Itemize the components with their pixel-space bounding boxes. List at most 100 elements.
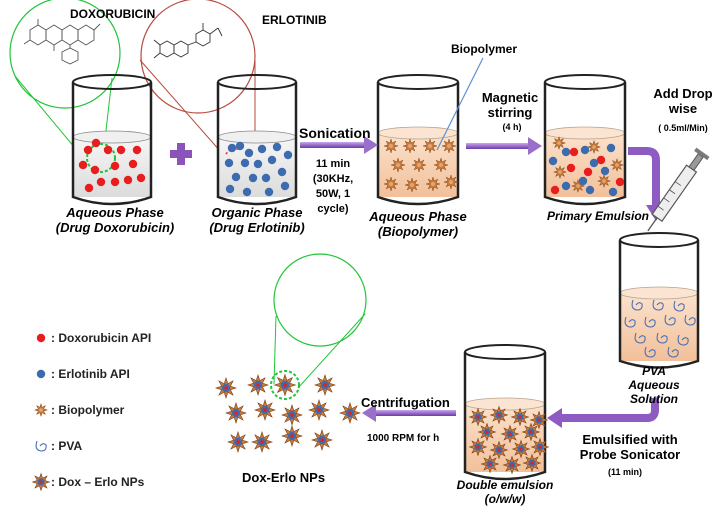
erlotinib-dot bbox=[272, 142, 282, 152]
doxorubicin-structure-icon bbox=[23, 19, 101, 65]
erlotinib-dot bbox=[227, 143, 237, 153]
doxorubicin-dot bbox=[123, 175, 133, 185]
biopolymer-particle bbox=[443, 174, 459, 190]
biopolymer-particle bbox=[551, 135, 567, 151]
doxorubicin-dot bbox=[583, 167, 593, 177]
magnetic-time: (4 h) bbox=[502, 122, 522, 132]
nps-label: Dox-Erlo NPs bbox=[242, 470, 326, 485]
erlotinib-dot bbox=[240, 158, 250, 168]
dox-erlo-nanoparticle bbox=[308, 399, 330, 421]
biopolymer-particle bbox=[425, 176, 441, 192]
erlotinib-dot bbox=[225, 184, 235, 194]
emulsified-time: (11 min) bbox=[607, 467, 642, 477]
legend-label-biopolymer: : Biopolymer bbox=[51, 403, 125, 417]
dox-erlo-nanoparticle bbox=[215, 377, 237, 399]
doxorubicin-dot bbox=[116, 145, 126, 155]
biopolymer-particle bbox=[390, 157, 406, 173]
erlotinib-dot bbox=[244, 148, 254, 158]
erlotinib-dot bbox=[283, 150, 293, 160]
dox-erlo-nanoparticle bbox=[227, 431, 249, 453]
erlotinib-dot bbox=[580, 145, 590, 155]
organic-phase-label: Organic Phase (Drug Erlotinib) bbox=[209, 205, 305, 235]
erlotinib-dot bbox=[235, 141, 245, 151]
doxorubicin-dot bbox=[96, 177, 106, 187]
doxorubicin-dot bbox=[132, 145, 142, 155]
doxorubicin-dot bbox=[550, 185, 560, 195]
biopolymer-particle bbox=[422, 138, 438, 154]
arrow-centrifugation bbox=[362, 404, 456, 422]
biopolymer-particle bbox=[433, 157, 449, 173]
dox-erlo-nanoparticle bbox=[281, 404, 303, 426]
dox-erlo-nanoparticle bbox=[254, 399, 276, 421]
doxorubicin-dot bbox=[569, 147, 579, 157]
add-drop-label: Add Drop wise bbox=[653, 86, 713, 116]
plus-icon bbox=[170, 143, 192, 165]
beaker-pva bbox=[618, 232, 700, 369]
pva-particle bbox=[624, 316, 636, 328]
pva-particle bbox=[644, 346, 656, 358]
biopolymer-particle bbox=[609, 157, 625, 173]
arrow-to-double bbox=[547, 398, 659, 428]
legend-erlotinib-dot bbox=[36, 369, 46, 379]
erlotinib-dot bbox=[589, 158, 599, 168]
pva-particle bbox=[664, 314, 676, 326]
erlotinib-dot bbox=[600, 166, 610, 176]
biopolymer-particle bbox=[404, 177, 420, 193]
sonication-label: Sonication bbox=[299, 125, 371, 141]
dox-erlo-nanoparticle bbox=[31, 472, 51, 492]
erlotinib-title: ERLOTINIB bbox=[262, 13, 327, 27]
erlotinib-dot bbox=[253, 159, 263, 169]
erlotinib-dot bbox=[277, 167, 287, 177]
dox-erlo-nanoparticle bbox=[510, 407, 530, 427]
pva-particle bbox=[656, 332, 668, 344]
erlotinib-dot bbox=[248, 173, 258, 183]
legend-doxorubicin-dot bbox=[36, 333, 46, 343]
doxorubicin-dot bbox=[615, 177, 625, 187]
legend-label-pva: : PVA bbox=[51, 439, 83, 453]
dox-erlo-nanoparticle bbox=[502, 455, 522, 475]
dox-erlo-nanoparticle bbox=[225, 402, 247, 424]
doxorubicin-dot bbox=[596, 155, 606, 165]
pva-particle bbox=[644, 316, 656, 328]
erlotinib-dot bbox=[224, 158, 234, 168]
doxorubicin-dot bbox=[136, 173, 146, 183]
np-magnifier bbox=[273, 253, 367, 389]
erlotinib-dot bbox=[261, 173, 271, 183]
pva-particle bbox=[684, 314, 696, 326]
doxorubicin-dot bbox=[84, 183, 94, 193]
legend-label-erlotinib: : Erlotinib API bbox=[51, 367, 130, 381]
doxorubicin-dot bbox=[103, 145, 113, 155]
doxorubicin-dot bbox=[566, 163, 576, 173]
dox-erlo-nanoparticle bbox=[281, 425, 303, 447]
doxorubicin-dot bbox=[90, 165, 100, 175]
biopolymer-particle bbox=[383, 176, 399, 192]
dox-erlo-nanoparticle bbox=[311, 429, 333, 451]
erlotinib-structure-icon bbox=[153, 23, 223, 59]
biopolymer-particle bbox=[596, 173, 612, 189]
doxorubicin-title: DOXORUBICIN bbox=[70, 7, 156, 21]
dox-erlo-nanoparticle bbox=[529, 410, 549, 430]
biopolymer-particle bbox=[33, 402, 49, 418]
dox-erlo-nanoparticle bbox=[468, 407, 488, 427]
erlotinib-dot bbox=[242, 187, 252, 197]
erlotinib-dot bbox=[267, 155, 277, 165]
pva-particle bbox=[35, 440, 47, 452]
biopolymer-particle bbox=[441, 138, 457, 154]
dox-erlo-nanoparticle bbox=[251, 431, 273, 453]
doxorubicin-dot bbox=[128, 159, 138, 169]
double-emulsion-label: Double emulsion (o/w/w) bbox=[456, 478, 554, 506]
arrow-sonication bbox=[300, 136, 378, 154]
dox-erlo-nanoparticle bbox=[489, 405, 509, 425]
biopolymer-particle bbox=[411, 157, 427, 173]
dox-erlo-nanoparticle bbox=[521, 422, 541, 442]
dox-erlo-nanoparticle bbox=[511, 439, 531, 459]
aqueous-phase-label: Aqueous Phase (Drug Doxorubicin) bbox=[55, 205, 175, 235]
biopolymer-pointer bbox=[436, 57, 484, 151]
dox-erlo-nanoparticle bbox=[314, 374, 336, 396]
pva-particle bbox=[677, 334, 689, 346]
dox-erlo-nanoparticle bbox=[477, 422, 497, 442]
erlotinib-dot bbox=[608, 187, 618, 197]
dox-erlo-nanoparticle bbox=[273, 373, 297, 397]
biopolymer-particle bbox=[383, 138, 399, 154]
